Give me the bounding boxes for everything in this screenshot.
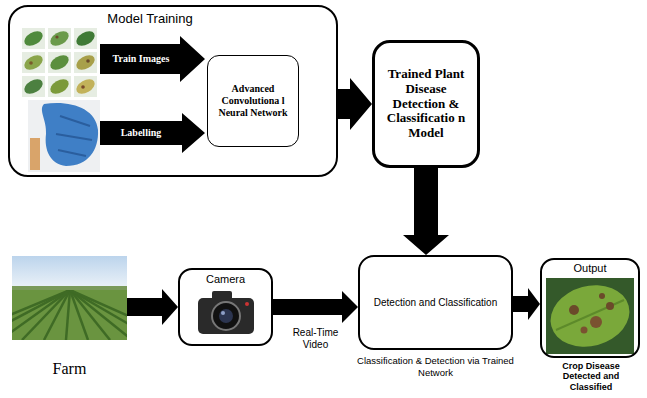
labelled-image bbox=[28, 100, 100, 172]
illustration-part bbox=[66, 290, 70, 340]
illustration-part bbox=[12, 290, 70, 340]
block-arrow bbox=[403, 168, 449, 255]
farm-node: Farm bbox=[12, 256, 127, 376]
illustration-part bbox=[56, 116, 92, 156]
illustration-part bbox=[30, 138, 40, 170]
process-box: Advanced Convolutiona l Neural Network bbox=[207, 55, 299, 147]
camera-box: Camera bbox=[178, 268, 273, 346]
model-box: Trained Plant Disease Detection & Classi… bbox=[372, 40, 480, 168]
block-arrow bbox=[127, 289, 178, 325]
box-label: Advanced Convolutiona l Neural Network bbox=[212, 83, 294, 119]
block-arrows bbox=[100, 36, 205, 153]
illustration-part bbox=[74, 52, 97, 73]
illustration-part bbox=[245, 302, 249, 306]
group-title: Model Training bbox=[70, 11, 230, 27]
illustration-part bbox=[22, 76, 45, 96]
illustration-part bbox=[48, 28, 71, 49]
illustration-part bbox=[81, 85, 85, 89]
illustration-part bbox=[70, 290, 127, 340]
illustration-part bbox=[70, 290, 110, 340]
illustration-part bbox=[581, 327, 588, 334]
illustration-part bbox=[74, 28, 97, 48]
illustration-part bbox=[569, 305, 579, 315]
illustration-part bbox=[22, 28, 45, 49]
illustration-part bbox=[100, 113, 205, 153]
arrow-label: Labelling bbox=[102, 127, 180, 139]
diseased-leaf-photo bbox=[544, 277, 637, 356]
illustration-part bbox=[12, 290, 70, 340]
illustration-part bbox=[212, 302, 240, 330]
illustration-part bbox=[22, 52, 45, 73]
process-box: Detection and ClassificationClassificati… bbox=[358, 255, 513, 350]
illustration-part bbox=[12, 256, 127, 290]
illustration-part bbox=[12, 290, 127, 340]
box-title: Output bbox=[542, 262, 638, 274]
illustration-part bbox=[100, 36, 205, 82]
farm-photo bbox=[0, 256, 182, 340]
illustration-part bbox=[590, 316, 602, 328]
illustration-part bbox=[12, 290, 127, 340]
camera-icon bbox=[198, 291, 254, 334]
group-box: Model TrainingAdvanced Convolutiona l Ne… bbox=[8, 5, 338, 177]
illustration-part bbox=[29, 61, 33, 65]
illustration-part bbox=[74, 28, 97, 49]
illustration-part bbox=[70, 290, 127, 340]
block-arrow bbox=[513, 288, 540, 320]
block-arrow bbox=[273, 291, 358, 323]
farm-label: Farm bbox=[12, 360, 127, 378]
illustration-part bbox=[86, 59, 90, 63]
box-caption: Crop Disease Detected and Classified bbox=[544, 361, 638, 392]
illustration-part bbox=[48, 76, 71, 96]
illustration-part bbox=[74, 76, 97, 97]
illustration-part bbox=[28, 100, 100, 172]
box-caption: Classification & Detection via Trained N… bbox=[348, 355, 523, 379]
illustration-part bbox=[74, 52, 97, 72]
block-arrow bbox=[338, 78, 372, 130]
illustration-part bbox=[22, 76, 45, 97]
illustration-part bbox=[606, 302, 614, 310]
box-label: Trained Plant Disease Detection & Classi… bbox=[378, 67, 474, 142]
illustration-part bbox=[22, 52, 45, 72]
edge-label: Real-Time Video bbox=[287, 327, 345, 351]
illustration-part bbox=[198, 298, 254, 334]
illustration-part bbox=[48, 76, 71, 97]
box-label: Detection and Classification bbox=[368, 297, 503, 309]
illustration-part bbox=[22, 28, 45, 48]
illustration-part bbox=[599, 293, 605, 299]
illustration-part bbox=[42, 103, 98, 166]
illustration-part bbox=[70, 290, 127, 340]
illustration-part bbox=[221, 311, 225, 315]
output-box: OutputCrop Disease Detected and Classifi… bbox=[540, 258, 640, 358]
arrow-label: Train Images bbox=[102, 53, 180, 65]
box-title: Camera bbox=[180, 273, 271, 285]
illustration-part bbox=[544, 277, 637, 356]
illustration-part bbox=[48, 52, 71, 72]
illustration-part bbox=[556, 300, 624, 330]
illustration-part bbox=[219, 309, 233, 323]
illustration-part bbox=[55, 35, 58, 38]
illustration-part bbox=[48, 28, 71, 48]
leaf-thumbnails bbox=[22, 28, 97, 97]
illustration-part bbox=[12, 290, 70, 340]
illustration-part bbox=[44, 290, 70, 340]
illustration-part bbox=[74, 76, 97, 96]
illustration-part bbox=[22, 290, 70, 340]
illustration-part bbox=[48, 52, 71, 73]
